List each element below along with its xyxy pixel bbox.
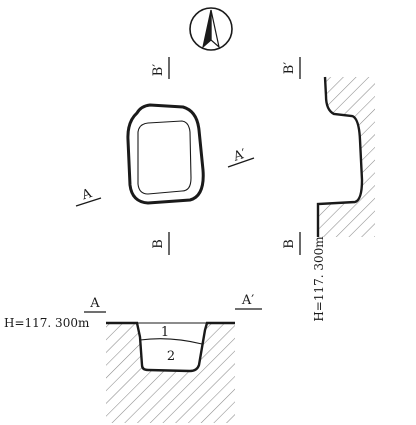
section-aa-hatch: [106, 323, 235, 423]
section-bb-label-b-prime: B′: [282, 62, 297, 75]
plan-label-a-prime: A′: [231, 147, 248, 165]
section-aa-label-a-prime: A′: [241, 293, 254, 308]
section-bb: B′ B H=117. 300m: [282, 57, 375, 322]
north-arrow-icon: [189, 7, 233, 51]
section-bb-label-b: B: [282, 239, 297, 249]
section-bb-elevation: H=117. 300m: [312, 236, 326, 322]
plan-label-b: B: [151, 239, 166, 249]
section-aa-layer-2: 2: [167, 349, 175, 364]
section-aa-elevation: H=117. 300m: [4, 316, 90, 330]
plan-view: B′ B A A′: [75, 57, 255, 255]
section-bb-profile: [316, 76, 364, 237]
section-aa-layer-boundary: [139, 338, 203, 345]
pit-floor-outline: [137, 120, 192, 195]
pit-outline: [126, 103, 205, 205]
plan-label-b-prime: B′: [151, 64, 166, 77]
section-aa: 1 2 A A′ H=117. 300m: [4, 293, 262, 423]
section-aa-layer-1: 1: [161, 325, 169, 340]
section-aa-profile: [106, 321, 235, 373]
section-aa-label-a: A: [89, 296, 100, 311]
